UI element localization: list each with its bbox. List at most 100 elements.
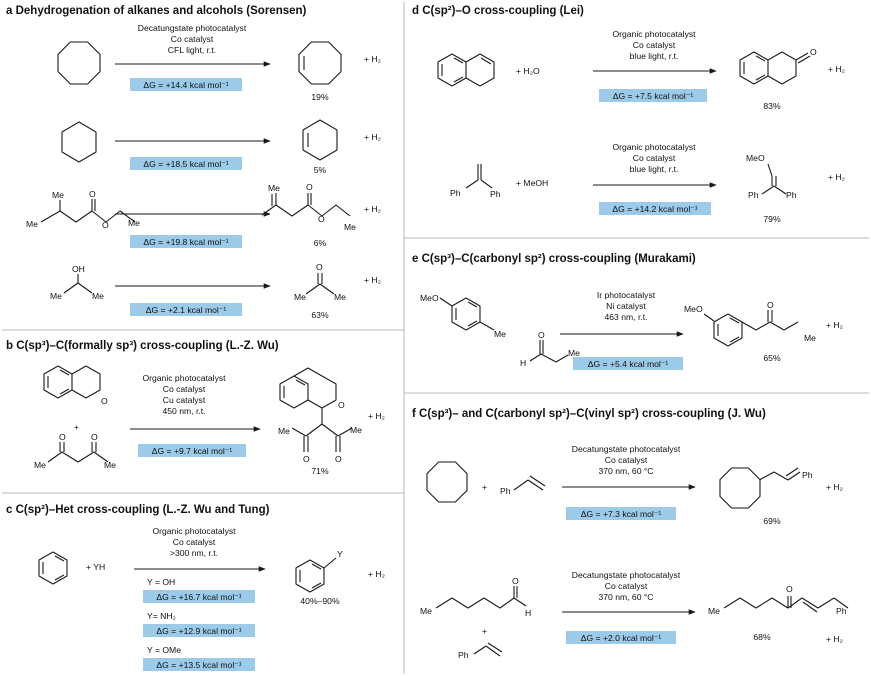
product-b-me2: Me [350, 425, 362, 435]
dg-value-c2: ΔG = +12.9 kcal mol⁻¹ [156, 626, 241, 636]
isopropanol [63, 282, 93, 294]
panel-f1-plus: + [482, 482, 487, 492]
dpe-ph2: Ph [490, 189, 501, 199]
yield-b: 71% [311, 466, 329, 476]
styrene-ph: Ph [500, 486, 511, 496]
panel-e-condition-1: Ir photocatalyst [597, 290, 656, 300]
dg-box-b [138, 444, 246, 457]
variant-y-oh: Y = OH [147, 577, 175, 587]
yield-f1: 69% [763, 516, 781, 526]
panel-d2-condition-1: Organic photocatalyst [612, 142, 696, 152]
panel-b: b C(sp³)–C(formally sp³) cross-coupling … [6, 340, 385, 476]
panel-a: a Dehydrogenation of alkanes and alcohol… [6, 5, 381, 320]
cyclohexane [61, 121, 97, 163]
cyclooctene [298, 41, 342, 85]
svg-text:e C(sp³)–C(carbonyl sp²) cross: e C(sp³)–C(carbonyl sp²) cross-coupling … [412, 253, 696, 265]
cyclooctane-f [426, 461, 468, 503]
anisole-me: Me [494, 329, 506, 339]
dg-box-c3 [143, 658, 255, 671]
propanal [529, 353, 569, 363]
enone-chain [723, 597, 819, 609]
panel-d2-condition-3: blue light, r.t. [630, 164, 679, 174]
product-f1-ring [719, 467, 761, 509]
yield-f2: 68% [753, 632, 771, 642]
propanal-me: Me [568, 348, 580, 358]
reagent-water: + H₂O [516, 66, 540, 76]
product-f1-ph: Ph [802, 470, 813, 480]
styrene-f2-ph: Ph [458, 650, 469, 660]
dg-box-a1 [130, 78, 242, 91]
acetone-o: O [316, 262, 323, 272]
yield-a1: 19% [311, 92, 329, 102]
panel-a-title: Dehydrogenation of alkanes and alcohols … [16, 5, 307, 17]
anisole-ring [451, 297, 481, 331]
panel-f1-condition-1: Decatungstate photocatalyst [572, 444, 681, 454]
reagent-yh: + YH [86, 562, 105, 572]
coproduct-f1: + H₂ [826, 482, 843, 492]
isopropanol-me2: Me [92, 291, 104, 301]
tetralone-o: O [810, 47, 817, 57]
dg-box-f2 [566, 631, 676, 644]
dg-value-f2: ΔG = +2.0 kcal mol⁻¹ [581, 633, 662, 643]
panel-d1-condition-2: Co catalyst [633, 40, 676, 50]
panel-d-title: C(sp²)–O cross-coupling (Lei) [422, 5, 584, 17]
enone-o: O [786, 584, 793, 594]
yield-a4: 63% [311, 310, 329, 320]
coproduct-a2: + H₂ [364, 132, 381, 142]
panel-c: c C(sp²)–Het cross-coupling (L.-Z. Wu an… [6, 504, 385, 671]
dg-box-d2 [599, 202, 711, 215]
panel-f-letter: f [412, 408, 416, 420]
panel-b-title: C(sp³)–C(formally sp³) cross-coupling (L… [16, 340, 279, 352]
panel-c-condition-3: >300 nm, r.t. [170, 548, 218, 558]
yield-a2: 5% [314, 165, 327, 175]
dg-value-c1: ΔG = +16.7 kcal mol⁻¹ [156, 592, 241, 602]
cyclohexene [302, 119, 338, 161]
panel-d: d C(sp²)–O cross-coupling (Lei) + H₂O Or… [412, 5, 845, 224]
panel-a-condition-2: Co catalyst [171, 34, 214, 44]
ester-label-o2: O [102, 220, 109, 230]
product-b-benzo [279, 375, 309, 409]
dg-value-a3: ΔG = +19.8 kcal mol⁻¹ [143, 237, 228, 247]
enone-ph: Ph [836, 606, 847, 616]
acac-me1: Me [34, 460, 46, 470]
ester-reactant [40, 210, 136, 223]
anisole-meo: MeO [420, 293, 439, 303]
variant-y-ome: Y = OMe [147, 645, 181, 655]
panel-c-condition-1: Organic photocatalyst [152, 526, 236, 536]
panel-e-title: C(sp³)–C(carbonyl sp²) cross-coupling (M… [422, 253, 696, 265]
panel-c-letter: c [6, 504, 13, 516]
ester-product-label-o1: O [306, 182, 313, 192]
panel-f-title: C(sp³)– and C(carbonyl sp²)–C(vinyl sp²)… [419, 408, 766, 420]
acac-o1: O [59, 432, 66, 442]
acetone-me1: Me [294, 292, 306, 302]
coproduct-a3: + H₂ [364, 204, 381, 214]
acetylacetone [47, 451, 109, 463]
product-b-ring-o: O [338, 400, 345, 410]
product-b-me1: Me [278, 426, 290, 436]
svg-text:b C(sp³)–C(formally sp³) cross: b C(sp³)–C(formally sp³) cross-coupling … [6, 340, 279, 352]
dg-value-f1: ΔG = +7.3 kcal mol⁻¹ [581, 509, 662, 519]
panel-b-condition-3: Cu catalyst [163, 395, 206, 405]
dg-value-a1: ΔG = +14.4 kcal mol⁻¹ [143, 80, 228, 90]
yield-a3: 6% [314, 238, 327, 248]
panel-b-plus: + [74, 422, 79, 432]
panel-b-condition-1: Organic photocatalyst [142, 373, 226, 383]
svg-text:d C(sp²)–O cross-coupling (Lei: d C(sp²)–O cross-coupling (Lei) [412, 5, 584, 17]
dg-box-e [573, 357, 683, 370]
panel-f2-condition-3: 370 nm, 60 °C [598, 592, 653, 602]
hexanal-me: Me [420, 606, 432, 616]
dg-box-a3 [130, 235, 242, 248]
dg-value-a4: ΔG = +2.1 kcal mol⁻¹ [146, 305, 227, 315]
panel-b-condition-2: Co catalyst [163, 384, 206, 394]
panel-b-condition-4: 450 nm, r.t. [163, 406, 206, 416]
hexanal [435, 597, 515, 609]
panel-e-condition-3: 463 nm, r.t. [605, 312, 648, 322]
cyclooctane [57, 41, 101, 85]
svg-text:c C(sp²)–Het cross-coupling (L: c C(sp²)–Het cross-coupling (L.-Z. Wu an… [6, 504, 270, 516]
ester-product [261, 204, 351, 217]
dg-box-c1 [143, 590, 255, 603]
svg-text:f C(sp³)– and C(carbonyl sp²)–: f C(sp³)– and C(carbonyl sp²)–C(vinyl sp… [412, 408, 766, 420]
ester-product-label-o2: O [318, 214, 325, 224]
variant-y-nh2: Y= NH₂ [147, 611, 176, 621]
coproduct-d1: + H₂ [828, 64, 845, 74]
